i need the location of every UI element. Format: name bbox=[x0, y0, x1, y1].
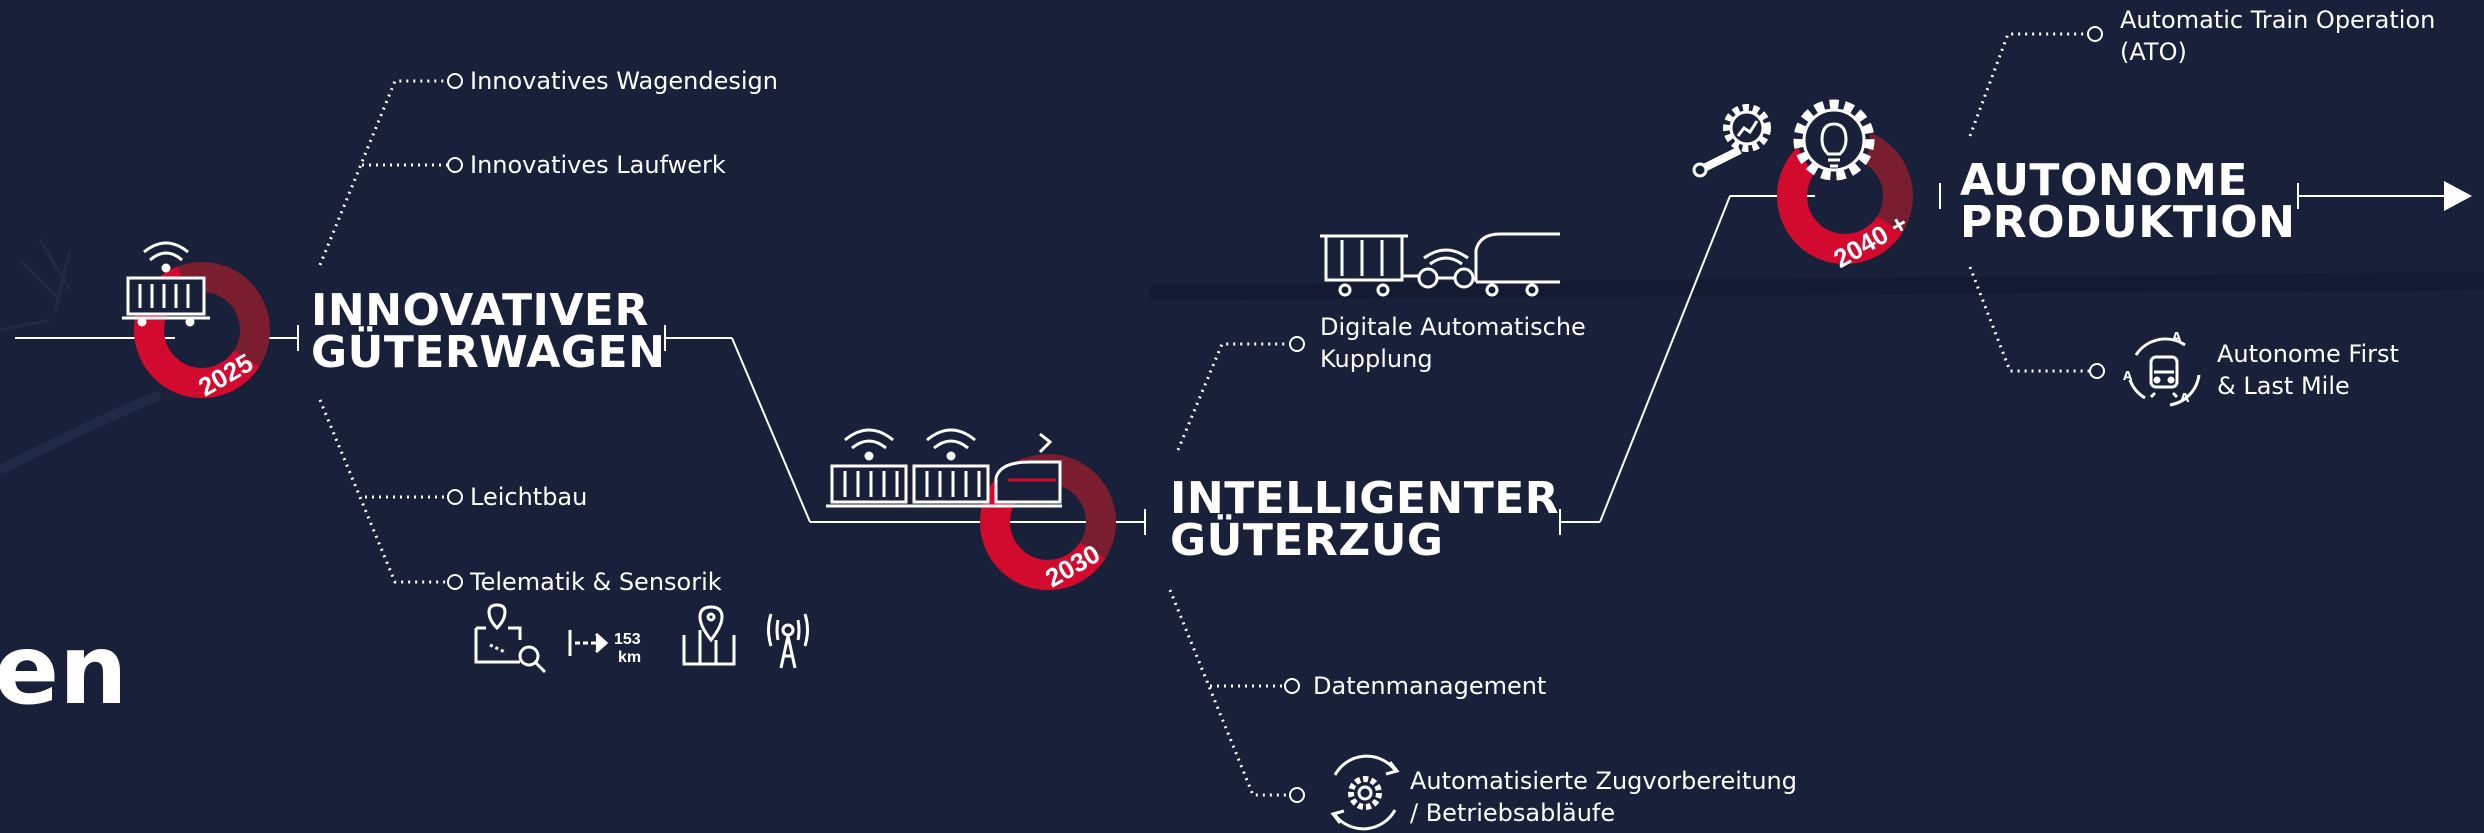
branch-leichtbau: Leichtbau bbox=[470, 483, 588, 511]
branch-datenmanagement: Datenmanagement bbox=[1313, 672, 1547, 700]
branch-zugvorbereitung-line2: / Betriebsabläufe bbox=[1410, 799, 1616, 827]
branch-first-last-mile-line1: Autonome First bbox=[2217, 340, 2399, 368]
stage-2040-title: AUTONOME PRODUKTION bbox=[1960, 155, 2296, 248]
geo-location-icon bbox=[682, 605, 736, 666]
distance-km-icon bbox=[568, 630, 609, 656]
stage-2025-title-line1: INNOVATIVER bbox=[311, 285, 649, 336]
branch-ato: Automatic Train Operation (ATO) bbox=[2120, 4, 2435, 68]
badge-a-left: A bbox=[2123, 369, 2133, 383]
distance-value: 153 bbox=[614, 631, 641, 648]
branch-zugvorbereitung: Automatisierte Zugvorbereitung / Betrieb… bbox=[1410, 765, 1797, 829]
year-2040-label: 2040 + bbox=[1828, 208, 1912, 274]
stage-2040-title-line1: AUTONOME bbox=[1960, 155, 2248, 206]
stage-2025-title-line2: GÜTERWAGEN bbox=[311, 327, 666, 378]
gear-lightbulb-wrench-icon bbox=[1692, 99, 1875, 181]
branch-first-last-mile-line2: & Last Mile bbox=[2217, 372, 2350, 400]
connected-freight-wagon-icon bbox=[122, 241, 210, 327]
branch-laufwerk: Innovatives Laufwerk bbox=[470, 151, 726, 179]
branch-digitale-kupplung-line2: Kupplung bbox=[1320, 345, 1433, 373]
gear-cycle-icon bbox=[1330, 754, 1400, 831]
branch-zugvorbereitung-line1: Automatisierte Zugvorbereitung bbox=[1410, 767, 1797, 795]
map-search-icon bbox=[474, 603, 547, 674]
branch-wagendesign: Innovatives Wagendesign bbox=[470, 67, 779, 95]
radio-tower-icon bbox=[767, 613, 809, 669]
badge-a-bottom: A bbox=[2180, 391, 2190, 405]
branch-telematik: Telematik & Sensorik bbox=[470, 568, 722, 596]
stage-2030-title-line2: GÜTERZUG bbox=[1170, 515, 1444, 566]
branch-connectors bbox=[318, 32, 2090, 797]
branch-ato-line2: (ATO) bbox=[2120, 38, 2187, 66]
stage-2040-title-line2: PRODUKTION bbox=[1960, 197, 2296, 248]
branch-ato-line1: Automatic Train Operation bbox=[2120, 6, 2436, 34]
branch-digitale-kupplung-line1: Digitale Automatische bbox=[1320, 313, 1586, 341]
branch-digitale-kupplung: Digitale Automatische Kupplung bbox=[1320, 311, 1586, 375]
branch-first-last-mile: Autonome First & Last Mile bbox=[2217, 338, 2399, 402]
stage-2030-title: INTELLIGENTER GÜTERZUG bbox=[1170, 473, 1560, 566]
stage-2030-title-line1: INTELLIGENTER bbox=[1170, 473, 1560, 524]
autonomous-badge-labels: A A A bbox=[2123, 330, 2190, 405]
branch-end-circles bbox=[447, 26, 2105, 803]
stage-2025-title: INNOVATIVER GÜTERWAGEN bbox=[311, 285, 666, 378]
autonomous-train-cycle-icon bbox=[2128, 337, 2201, 407]
badge-a-top: A bbox=[2172, 330, 2182, 344]
distance-unit: km bbox=[618, 649, 641, 666]
background-decoration bbox=[0, 239, 2484, 475]
cropped-heading: en bbox=[0, 614, 128, 726]
timeline-arrowhead bbox=[2444, 181, 2472, 211]
digital-coupling-icon bbox=[1320, 232, 1560, 297]
connected-freight-train-icon bbox=[826, 428, 1062, 508]
